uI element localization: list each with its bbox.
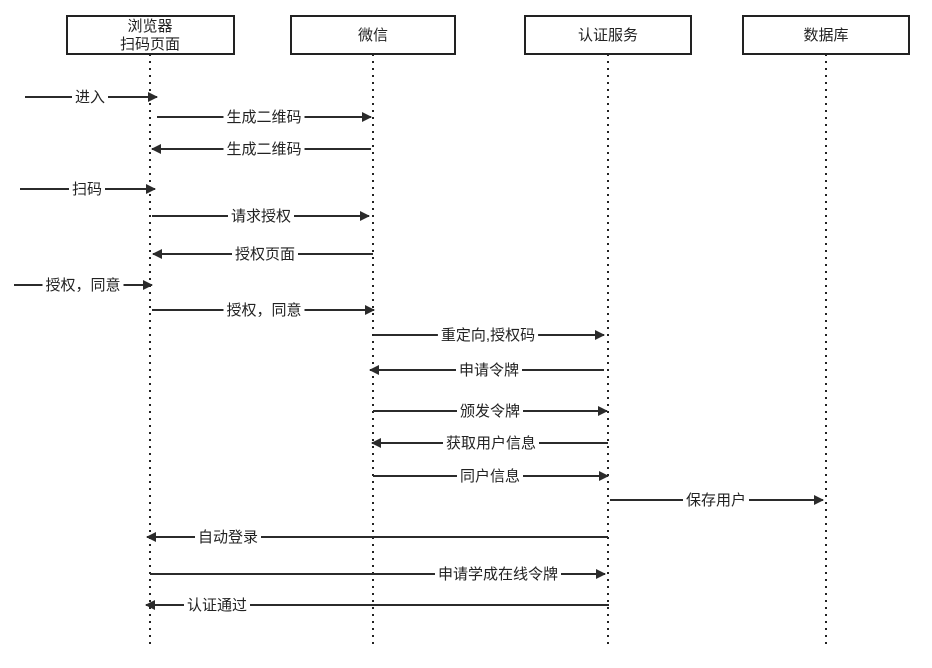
message-label-background [227, 207, 295, 226]
message-label: 授权页面 [235, 246, 295, 263]
actor-label-db: 数据库 [803, 27, 848, 44]
actor-box-wechat [290, 15, 456, 55]
message-label-background [231, 245, 299, 264]
message-label-background [434, 565, 562, 584]
message-arrow: 授权，同意 [152, 300, 375, 320]
message-label: 同户信息 [460, 468, 520, 485]
message-arrow: 授权，同意 [14, 275, 153, 295]
message-label-background [456, 402, 524, 421]
message-label-background [194, 528, 262, 547]
actor-box-db [742, 15, 910, 55]
message-label: 申请学成在线令牌 [438, 566, 558, 583]
message-label: 申请令牌 [459, 362, 519, 379]
message-label: 保存用户 [686, 492, 746, 509]
message-arrow: 同户信息 [373, 467, 609, 486]
message-label: 授权，同意 [45, 276, 120, 294]
actor-box-auth [524, 15, 692, 55]
message-label-background [71, 88, 109, 107]
message-arrow: 生成二维码 [157, 108, 372, 127]
message-arrow: 自动登录 [146, 528, 608, 547]
message-label-background [68, 180, 106, 199]
message-label-background [437, 326, 539, 345]
message-label-background [183, 596, 251, 615]
message-label-background [442, 434, 540, 453]
message-arrow: 扫码 [20, 180, 156, 199]
actor-box-browser [66, 15, 235, 55]
message-label-background [455, 361, 523, 380]
message-arrow: 生成二维码 [151, 140, 371, 159]
actor-label-browser: 浏览器 [127, 18, 172, 35]
message-label-background [682, 491, 750, 510]
message-label: 认证通过 [187, 597, 247, 614]
actor-label-browser: 扫码页面 [120, 36, 180, 53]
message-arrow: 获取用户信息 [371, 434, 608, 453]
message-label: 生成二维码 [226, 109, 301, 126]
message-arrow: 重定向,授权码 [374, 326, 605, 345]
message-arrow: 授权页面 [152, 245, 373, 264]
message-label: 自动登录 [198, 529, 258, 546]
message-label-background [223, 108, 305, 127]
message-arrow: 进入 [25, 88, 158, 107]
message-arrow: 申请令牌 [369, 361, 604, 380]
message-label: 请求授权 [231, 208, 291, 225]
message-label-background [223, 140, 305, 159]
message-label: 颁发令牌 [460, 403, 520, 420]
message-label-background [223, 300, 305, 320]
message-arrow: 保存用户 [610, 491, 824, 510]
message-arrow: 申请学成在线令牌 [150, 565, 606, 584]
message-arrow: 认证通过 [145, 596, 609, 615]
message-arrow: 颁发令牌 [373, 402, 608, 421]
message-label: 进入 [75, 89, 105, 106]
actor-wechat: 微信 [290, 15, 456, 55]
message-label: 重定向,授权码 [441, 327, 535, 344]
actor-label-wechat: 微信 [358, 27, 388, 44]
message-label: 生成二维码 [226, 141, 301, 158]
message-label-background [42, 275, 124, 295]
message-label: 扫码 [72, 181, 102, 198]
actor-db: 数据库 [742, 15, 910, 55]
message-label: 授权，同意 [226, 301, 301, 319]
message-arrow: 请求授权 [152, 207, 370, 226]
actor-label-auth: 认证服务 [578, 27, 638, 44]
actor-auth: 认证服务 [524, 15, 692, 55]
message-label: 获取用户信息 [446, 435, 536, 452]
message-label-background [456, 467, 524, 486]
